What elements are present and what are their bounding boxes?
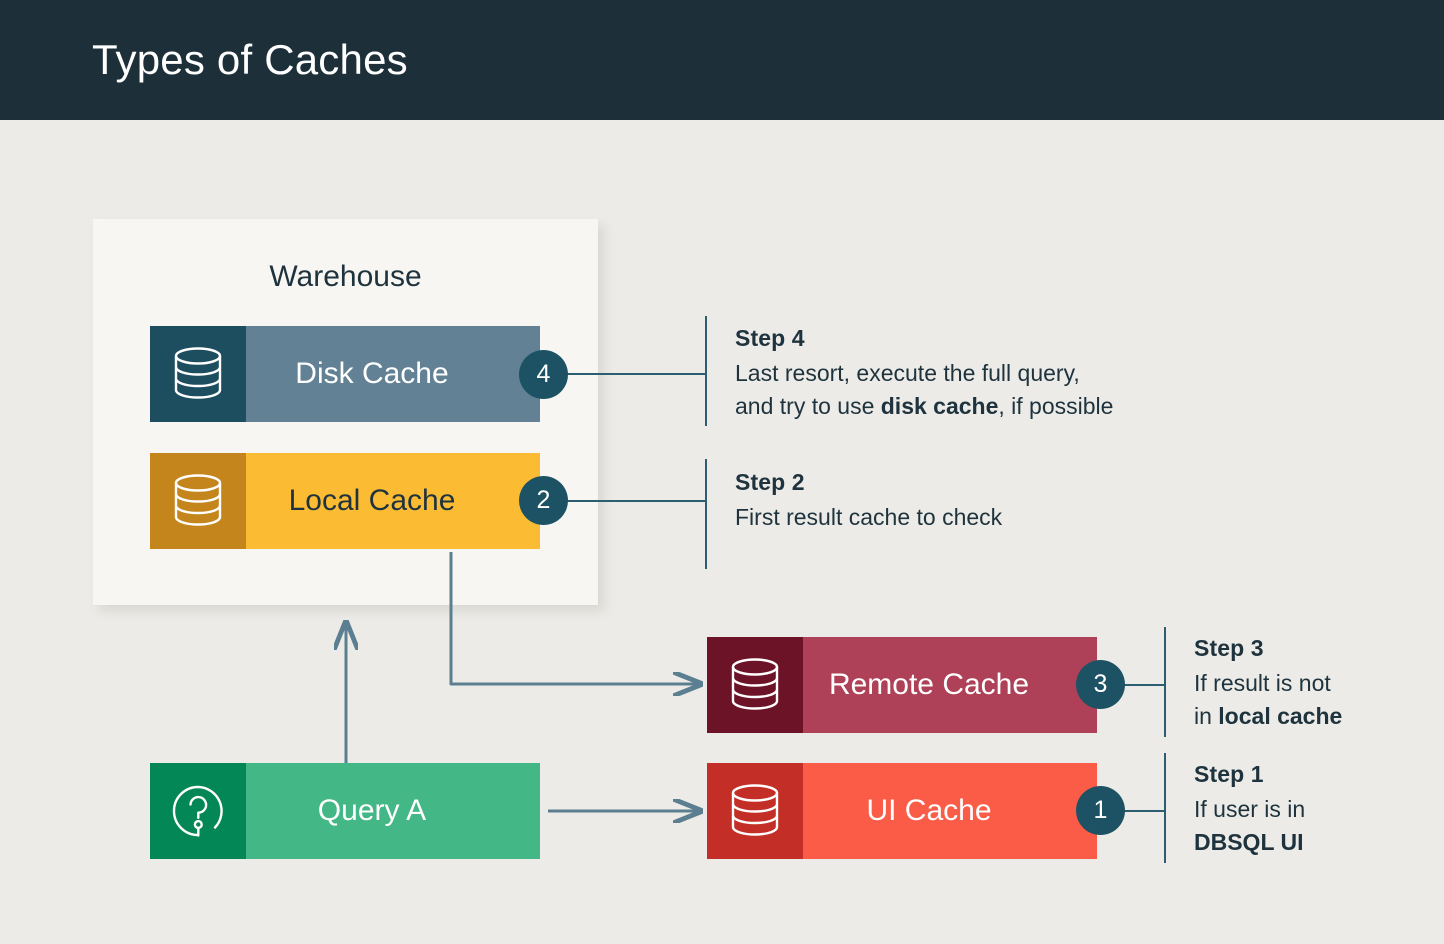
step-body: If result is not in local cache	[1194, 667, 1444, 732]
step-description-1: Step 1 If user is in DBSQL UI	[1194, 761, 1444, 858]
step-heading: Step 3	[1194, 635, 1264, 661]
step-line-2-post: , if possible	[998, 392, 1114, 419]
database-icon	[707, 637, 803, 733]
step-badge-3[interactable]: 3	[1076, 660, 1125, 709]
step-body: Last resort, execute the full query, and…	[735, 357, 1255, 422]
step-line-1: Last resort, execute the full query,	[735, 360, 1080, 386]
step-line-1: If result is not	[1194, 670, 1331, 696]
cache-label: Local Cache	[288, 484, 456, 517]
connector-line-step-2	[566, 500, 706, 502]
page-header: Types of Caches	[0, 0, 1444, 120]
step-line-2-emphasis: disk cache	[880, 392, 999, 419]
connector-tick-step-3	[1164, 627, 1166, 737]
step-description-3: Step 3 If result is not in local cache	[1194, 635, 1444, 732]
cache-bar-body: UI Cache	[803, 763, 1097, 859]
connector-line-step-1	[1123, 810, 1165, 812]
cache-bar-body: Local Cache	[246, 453, 540, 549]
step-badge-2[interactable]: 2	[519, 476, 568, 525]
cache-bar-body: Disk Cache	[246, 326, 540, 422]
step-description-4: Step 4 Last resort, execute the full que…	[735, 325, 1255, 422]
step-line-2-emphasis: local cache	[1218, 702, 1343, 729]
database-icon	[707, 763, 803, 859]
question-mark-circle-icon	[150, 763, 246, 859]
cache-label: Disk Cache	[295, 357, 449, 390]
step-line-1: First result cache to check	[735, 504, 1003, 530]
step-description-2: Step 2 First result cache to check	[735, 469, 1255, 534]
cache-label: Remote Cache	[828, 668, 1030, 701]
cache-bar-body: Remote Cache	[803, 637, 1097, 733]
step-heading: Step 4	[735, 325, 805, 351]
page-title: Types of Caches	[92, 36, 408, 83]
database-icon	[150, 326, 246, 422]
connector-tick-step-4	[705, 316, 707, 426]
cache-bar-remote-cache[interactable]: Remote Cache	[707, 637, 1097, 733]
warehouse-title: Warehouse	[269, 260, 422, 293]
step-heading: Step 2	[735, 469, 805, 495]
step-line-2-pre: and try to use	[735, 392, 881, 419]
connector-line-step-3	[1123, 684, 1165, 686]
query-bar-body: Query A	[246, 763, 540, 859]
step-line-1: If user is in	[1194, 796, 1306, 822]
step-heading: Step 1	[1194, 761, 1264, 787]
database-icon	[150, 453, 246, 549]
query-bar-query-a[interactable]: Query A	[150, 763, 540, 859]
cache-bar-local-cache[interactable]: Local Cache	[150, 453, 540, 549]
cache-bar-ui-cache[interactable]: UI Cache	[707, 763, 1097, 859]
cache-label: UI Cache	[866, 794, 992, 827]
connector-tick-step-1	[1164, 753, 1166, 863]
query-label: Query A	[317, 794, 427, 827]
connector-tick-step-2	[705, 459, 707, 569]
connector-line-step-4	[566, 373, 706, 375]
step-badge-1[interactable]: 1	[1076, 786, 1125, 835]
cache-bar-disk-cache[interactable]: Disk Cache	[150, 326, 540, 422]
step-line-2-pre: in	[1194, 702, 1219, 729]
step-line-2-emphasis: DBSQL UI	[1194, 828, 1304, 855]
step-badge-4[interactable]: 4	[519, 350, 568, 399]
step-body: If user is in DBSQL UI	[1194, 793, 1444, 858]
step-body: First result cache to check	[735, 501, 1255, 534]
